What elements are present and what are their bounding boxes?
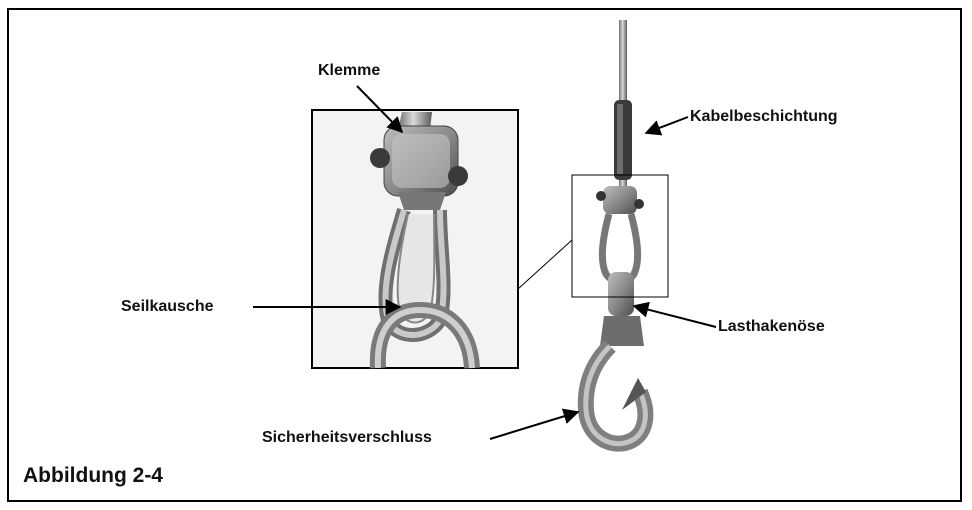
inset-clamp-nut-left (370, 148, 390, 168)
label-kabelbeschichtung: Kabelbeschichtung (690, 108, 838, 126)
figure-caption: Abbildung 2-4 (23, 464, 163, 488)
zoom-inset (312, 110, 518, 368)
hook-eye (608, 272, 634, 316)
arrow-sicherheitsverschluss (490, 412, 578, 439)
arrow-lasthakenoese (634, 306, 716, 327)
thimble (602, 214, 637, 282)
zoom-connector-line (518, 240, 572, 289)
label-sicherheitsverschluss: Sicherheitsverschluss (262, 429, 432, 447)
inset-clamp-nut-right (448, 166, 468, 186)
label-lasthakenoese: Lasthakenöse (718, 318, 825, 336)
hoist-assembly (586, 20, 646, 444)
label-klemme: Klemme (318, 62, 380, 80)
clamp (603, 186, 637, 214)
label-seilkausche: Seilkausche (121, 298, 214, 316)
arrow-kabelbeschichtung (646, 117, 688, 133)
